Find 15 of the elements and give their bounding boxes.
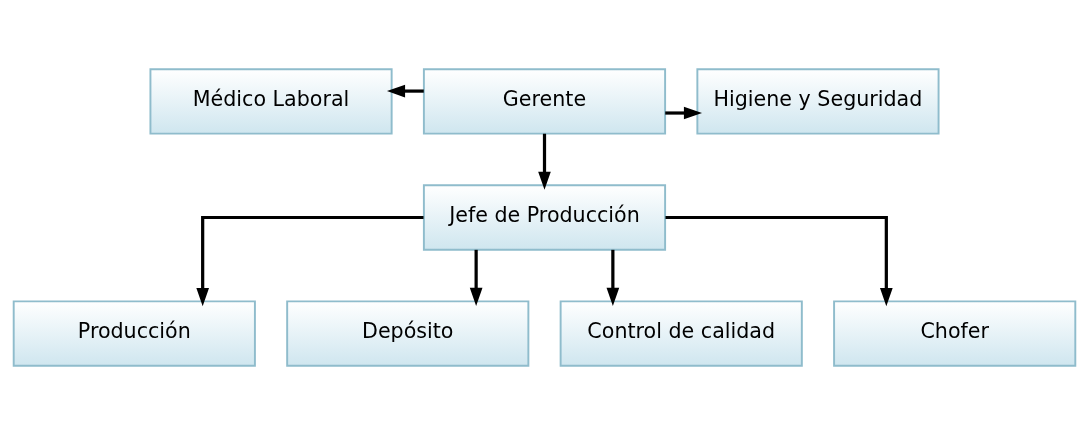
node-box: Higiene y Seguridad bbox=[696, 68, 940, 135]
node-box: Depósito bbox=[286, 300, 530, 367]
node-box: Producción bbox=[12, 300, 256, 367]
arrow bbox=[538, 133, 551, 190]
arrow bbox=[665, 106, 702, 120]
arrow bbox=[665, 215, 893, 307]
arrow bbox=[469, 249, 483, 306]
arrow bbox=[387, 84, 424, 98]
node-box: Médico Laboral bbox=[149, 68, 393, 135]
node-box: Gerente bbox=[422, 68, 667, 135]
node-box: Jefe de Producción bbox=[422, 184, 667, 251]
node-box: Control de calidad bbox=[559, 300, 803, 367]
arrow bbox=[606, 249, 620, 306]
node-box: Chofer bbox=[833, 300, 1077, 367]
arrow bbox=[196, 215, 424, 307]
